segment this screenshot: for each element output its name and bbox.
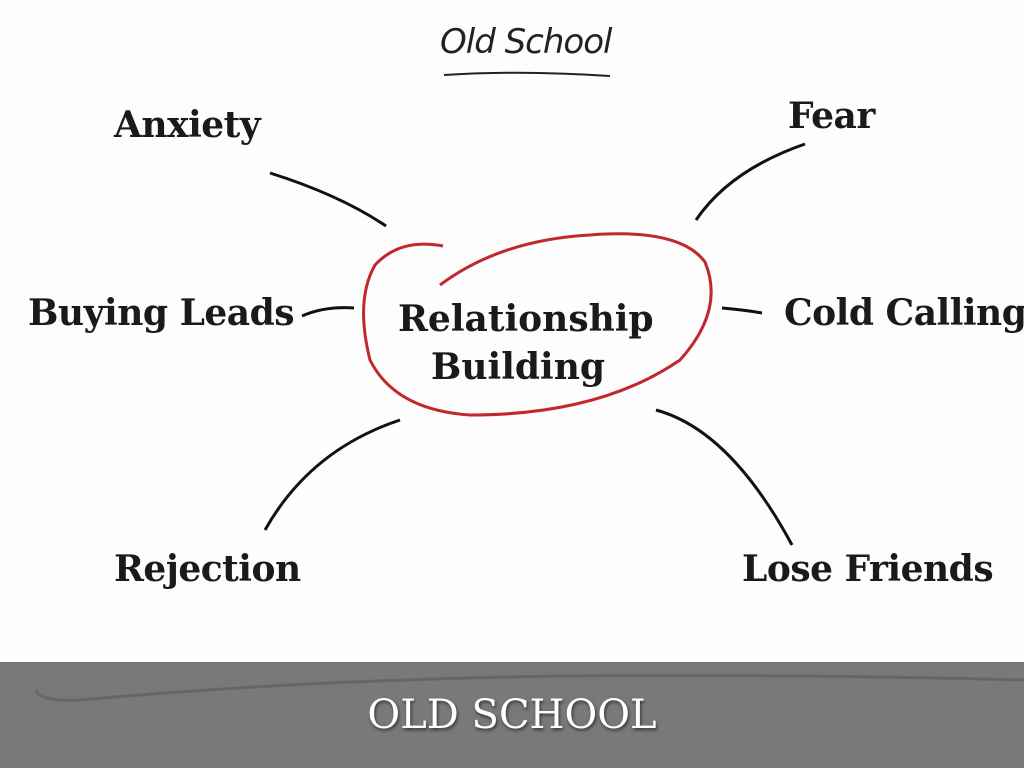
connector-cold-calling [721,306,763,315]
node-fear: Fear [788,95,875,137]
node-rejection: Rejection [114,548,301,590]
title-underline [443,71,611,77]
slide-caption: OLD SCHOOL [367,692,657,738]
node-anxiety: Anxiety [114,104,261,146]
connector-fear [694,142,806,221]
highlight-circle [362,232,713,417]
connector-lose-friends [655,408,794,546]
node-buying-leads: Buying Leads [28,292,295,334]
connector-anxiety [269,171,387,228]
center-line-1: Relationship [398,298,654,340]
node-lose-friends: Lose Friends [742,548,994,590]
connector-rejection [263,418,401,531]
caption-bar [0,662,1024,768]
node-cold-calling: Cold Calling [784,292,1024,334]
connector-buying-leads [301,306,355,318]
center-line-2: Building [430,346,606,388]
center-node: Relationship Building [398,295,654,391]
handwritten-title: Old School [440,22,612,62]
